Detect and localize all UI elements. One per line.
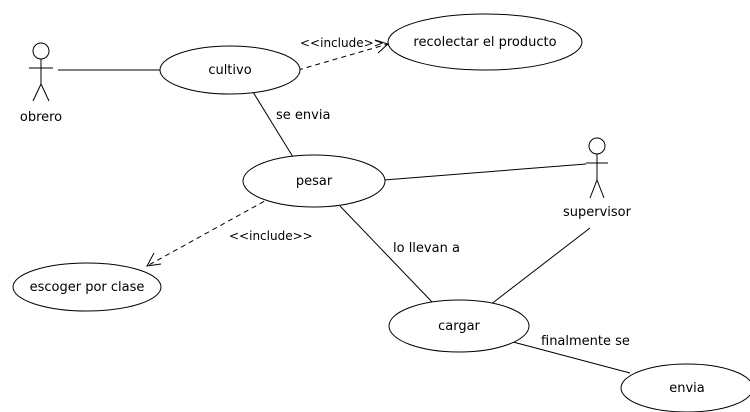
include-pesar-escoger[interactable] xyxy=(146,196,273,267)
use-case-cultivo[interactable]: cultivo xyxy=(159,45,301,95)
use-case-label: recolectar el producto xyxy=(413,35,556,50)
stick-figure-icon xyxy=(29,42,53,102)
relation-labels: <<include>> se envia <<include>> lo llev… xyxy=(229,36,630,349)
use-case-label: escoger por clase xyxy=(30,280,145,295)
relation-label-lo-llevan-a: lo llevan a xyxy=(393,241,460,256)
association-pesar-cargar[interactable] xyxy=(339,205,434,304)
stereotype-label-escoger: <<include>> xyxy=(229,229,313,243)
association-cultivo-pesar[interactable] xyxy=(252,91,294,158)
association-cargar-envia[interactable] xyxy=(512,341,631,374)
relation-label-finalmente-se: finalmente se xyxy=(541,334,630,349)
use-case-label: pesar xyxy=(296,174,333,189)
actor-label: obrero xyxy=(20,110,62,125)
actor-obrero[interactable]: obrero xyxy=(20,42,62,125)
use-case-label: cultivo xyxy=(208,63,251,78)
use-case-escoger[interactable]: escoger por clase xyxy=(12,262,162,312)
actor-supervisor[interactable]: supervisor xyxy=(563,137,632,220)
actor-label: supervisor xyxy=(563,205,632,220)
include-arrowhead-escoger xyxy=(146,252,162,267)
use-case-cargar[interactable]: cargar xyxy=(388,299,530,353)
stereotype-label-recolectar: <<include>> xyxy=(300,36,384,50)
use-case-label: envia xyxy=(669,381,705,396)
relations xyxy=(58,39,631,374)
stick-figure-icon xyxy=(586,137,608,199)
use-case-label: cargar xyxy=(438,319,480,334)
association-supervisor-cargar[interactable] xyxy=(489,227,591,306)
use-case-recolectar[interactable]: recolectar el producto xyxy=(387,13,583,71)
use-case-envia[interactable]: envia xyxy=(620,363,750,412)
association-pesar-supervisor[interactable] xyxy=(383,163,587,181)
use-case-pesar[interactable]: pesar xyxy=(242,154,386,208)
include-cultivo-recolectar[interactable] xyxy=(297,43,389,71)
relation-label-se-envia: se envia xyxy=(276,108,330,123)
